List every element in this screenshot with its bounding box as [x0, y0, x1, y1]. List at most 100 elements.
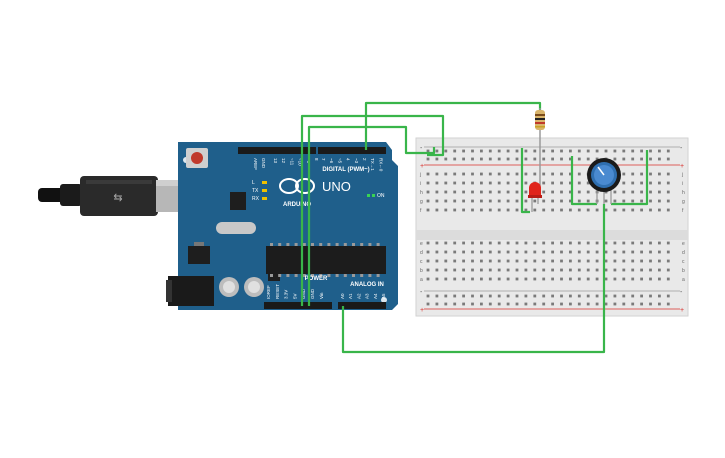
rail-hole-top[interactable]	[462, 157, 465, 161]
terminal-hole-top[interactable]	[453, 181, 457, 185]
terminal-hole-bottom[interactable]	[658, 259, 661, 263]
resistor[interactable]	[535, 108, 545, 196]
terminal-hole-bottom[interactable]	[640, 250, 643, 254]
terminal-hole-top[interactable]	[622, 190, 626, 194]
terminal-hole-top[interactable]	[577, 181, 581, 185]
terminal-hole-bottom[interactable]	[666, 241, 670, 245]
terminal-hole-bottom[interactable]	[524, 268, 528, 272]
terminal-hole-bottom[interactable]	[435, 250, 439, 254]
terminal-hole-top[interactable]	[560, 172, 563, 176]
terminal-hole-top[interactable]	[613, 199, 617, 203]
rail-hole-bottom[interactable]	[569, 302, 572, 306]
terminal-hole-top[interactable]	[569, 190, 572, 194]
terminal-hole-bottom[interactable]	[649, 250, 652, 254]
rail-hole-top[interactable]	[435, 157, 439, 161]
terminal-hole-bottom[interactable]	[622, 277, 626, 281]
terminal-hole-top[interactable]	[506, 208, 510, 212]
terminal-hole-top[interactable]	[453, 208, 457, 212]
rail-hole-bottom[interactable]	[444, 294, 448, 298]
terminal-hole-top[interactable]	[586, 199, 590, 203]
terminal-hole-bottom[interactable]	[649, 277, 652, 281]
terminal-hole-bottom[interactable]	[658, 241, 661, 245]
terminal-hole-bottom[interactable]	[658, 268, 661, 272]
rail-hole-bottom[interactable]	[551, 302, 554, 306]
terminal-hole-bottom[interactable]	[453, 259, 457, 263]
terminal-hole-top[interactable]	[658, 199, 661, 203]
terminal-hole-top[interactable]	[533, 208, 537, 212]
terminal-hole-bottom[interactable]	[488, 259, 492, 263]
terminal-hole-bottom[interactable]	[462, 277, 465, 281]
potentiometer[interactable]	[587, 158, 621, 204]
terminal-hole-top[interactable]	[658, 190, 661, 194]
terminal-hole-bottom[interactable]	[586, 268, 590, 272]
terminal-hole-top[interactable]	[649, 199, 652, 203]
terminal-hole-bottom[interactable]	[595, 259, 599, 263]
terminal-hole-top[interactable]	[488, 181, 492, 185]
terminal-hole-bottom[interactable]	[435, 241, 439, 245]
rail-hole-bottom[interactable]	[595, 302, 599, 306]
terminal-hole-bottom[interactable]	[471, 259, 474, 263]
terminal-hole-bottom[interactable]	[515, 241, 519, 245]
terminal-hole-bottom[interactable]	[658, 250, 661, 254]
jumper-wires[interactable]	[300, 101, 649, 354]
terminal-hole-top[interactable]	[471, 172, 474, 176]
rail-hole-bottom[interactable]	[453, 302, 457, 306]
rail-hole-bottom[interactable]	[426, 294, 430, 298]
terminal-hole-bottom[interactable]	[586, 277, 590, 281]
terminal-hole-top[interactable]	[462, 181, 465, 185]
terminal-hole-top[interactable]	[551, 181, 554, 185]
terminal-hole-bottom[interactable]	[426, 241, 430, 245]
terminal-hole-bottom[interactable]	[622, 241, 626, 245]
terminal-hole-top[interactable]	[524, 190, 528, 194]
rail-hole-top[interactable]	[577, 157, 581, 161]
terminal-hole-top[interactable]	[586, 181, 590, 185]
terminal-hole-top[interactable]	[488, 199, 492, 203]
terminal-hole-bottom[interactable]	[613, 241, 617, 245]
terminal-hole-bottom[interactable]	[622, 250, 626, 254]
terminal-hole-top[interactable]	[622, 172, 626, 176]
rail-hole-top[interactable]	[613, 149, 617, 153]
terminal-hole-top[interactable]	[515, 208, 519, 212]
rail-hole-top[interactable]	[524, 157, 528, 161]
terminal-hole-top[interactable]	[435, 190, 439, 194]
terminal-hole-top[interactable]	[435, 208, 439, 212]
terminal-hole-bottom[interactable]	[569, 241, 572, 245]
terminal-hole-bottom[interactable]	[497, 259, 501, 263]
terminal-hole-bottom[interactable]	[506, 241, 510, 245]
rail-hole-bottom[interactable]	[542, 302, 546, 306]
wire-led-to-gnd[interactable]	[520, 148, 530, 214]
rail-hole-top[interactable]	[542, 149, 546, 153]
rail-hole-bottom[interactable]	[444, 302, 448, 306]
terminal-hole-bottom[interactable]	[542, 241, 546, 245]
terminal-hole-top[interactable]	[524, 199, 528, 203]
terminal-hole-top[interactable]	[613, 208, 617, 212]
terminal-hole-top[interactable]	[444, 181, 448, 185]
wire-pot-to-5v[interactable]	[611, 150, 649, 206]
terminal-hole-bottom[interactable]	[533, 268, 537, 272]
terminal-hole-top[interactable]	[631, 199, 635, 203]
wire-5v-to-rail[interactable]	[300, 114, 445, 306]
rail-hole-top[interactable]	[595, 149, 599, 153]
reset-button[interactable]	[191, 152, 203, 164]
terminal-hole-bottom[interactable]	[515, 277, 519, 281]
rail-hole-top[interactable]	[551, 157, 554, 161]
rail-hole-top[interactable]	[542, 157, 546, 161]
terminal-hole-top[interactable]	[569, 181, 572, 185]
rail-hole-bottom[interactable]	[480, 302, 483, 306]
terminal-hole-bottom[interactable]	[533, 259, 537, 263]
rail-hole-top[interactable]	[569, 157, 572, 161]
terminal-hole-bottom[interactable]	[577, 259, 581, 263]
terminal-hole-top[interactable]	[480, 172, 483, 176]
rail-hole-bottom[interactable]	[640, 302, 643, 306]
terminal-hole-top[interactable]	[604, 199, 608, 203]
rail-hole-bottom[interactable]	[542, 294, 546, 298]
terminal-hole-top[interactable]	[462, 172, 465, 176]
terminal-hole-bottom[interactable]	[658, 277, 661, 281]
terminal-hole-bottom[interactable]	[577, 250, 581, 254]
terminal-hole-top[interactable]	[533, 172, 537, 176]
terminal-hole-top[interactable]	[471, 208, 474, 212]
terminal-hole-bottom[interactable]	[604, 241, 608, 245]
rail-hole-bottom[interactable]	[577, 302, 581, 306]
terminal-hole-bottom[interactable]	[640, 259, 643, 263]
terminal-hole-bottom[interactable]	[666, 250, 670, 254]
